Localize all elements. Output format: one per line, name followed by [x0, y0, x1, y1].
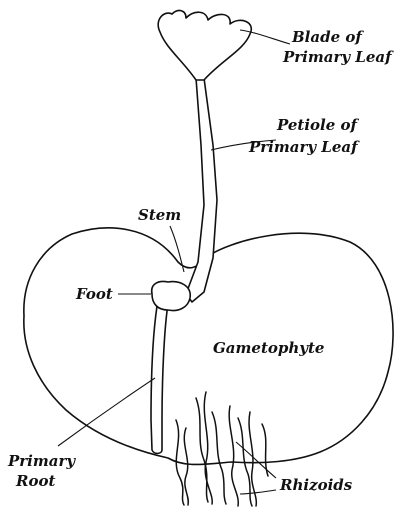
- label-root-line2: Root: [15, 472, 55, 490]
- primary-root-shape: [151, 300, 168, 453]
- leaf-blade-shape: [158, 11, 251, 80]
- label-stem: Stem: [138, 206, 181, 224]
- label-petiole-line1: Petiole of: [276, 116, 360, 134]
- label-root-line1: Primary: [7, 452, 76, 470]
- label-gametophyte: Gametophyte: [213, 339, 324, 357]
- label-blade-line1: Blade of: [291, 28, 364, 46]
- label-blade-line2: Primary Leaf: [282, 48, 394, 66]
- rhizoids-leader-bottom: [240, 490, 276, 494]
- root-leader: [58, 378, 155, 446]
- label-rhizoids: Rhizoids: [279, 476, 353, 494]
- label-foot: Foot: [75, 285, 113, 303]
- label-petiole-line2: Primary Leaf: [248, 138, 360, 156]
- rhizoids-leader-top: [236, 442, 276, 478]
- foot-shape: [152, 282, 191, 311]
- rhizoids-group: [176, 392, 268, 506]
- stem-leader: [170, 226, 184, 272]
